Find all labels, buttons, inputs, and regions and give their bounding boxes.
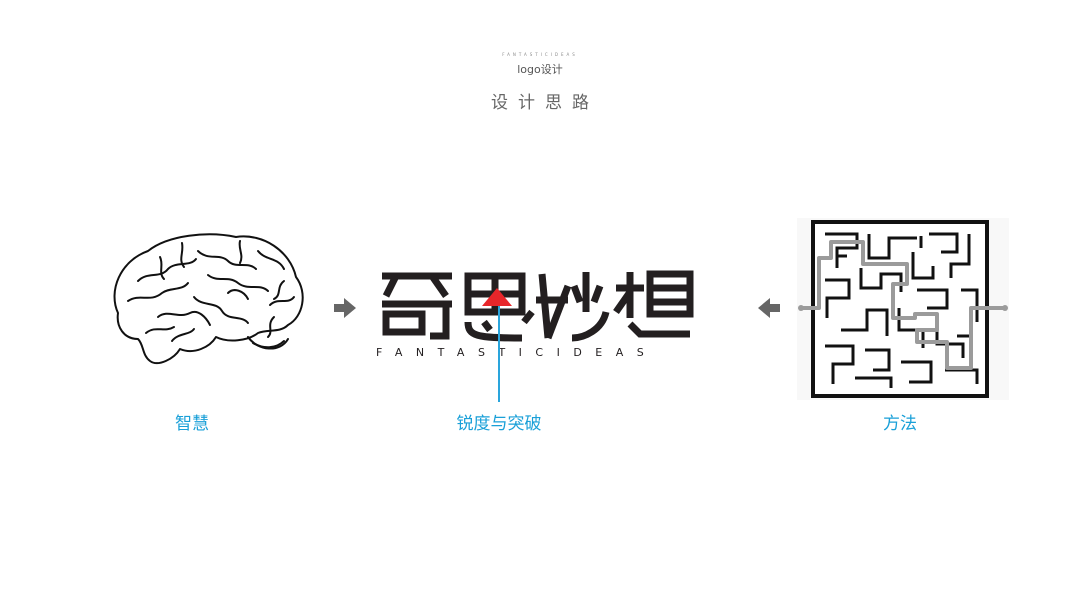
logo-english-text: FANTASTICIDEAS	[376, 346, 657, 359]
caption-wisdom: 智慧	[175, 414, 209, 434]
header-tagline: FANTASTICIDEAS	[502, 52, 578, 57]
caption-method: 方法	[883, 414, 917, 434]
header-subtitle: logo设计	[517, 63, 563, 76]
fantastic-ideas-logo: FANTASTICIDEAS	[372, 262, 706, 362]
arrow-right-icon	[334, 298, 356, 318]
caption-sharpness-breakthrough: 锐度与突破	[456, 414, 542, 434]
pointer-line	[498, 306, 500, 402]
page-title: 设计思路	[491, 93, 599, 113]
brain-icon	[113, 233, 304, 365]
maze-icon	[798, 220, 1008, 398]
arrow-left-icon	[758, 298, 780, 318]
maze-image	[797, 218, 1009, 400]
brain-image	[98, 221, 328, 371]
